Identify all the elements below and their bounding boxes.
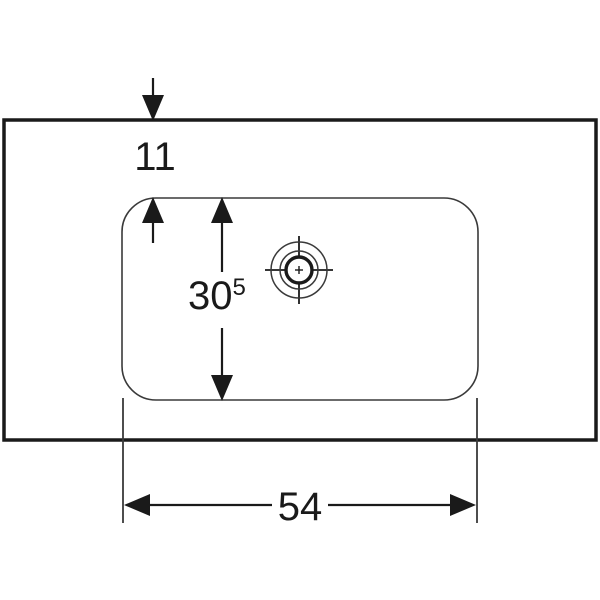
tap-hole-outer-circle bbox=[270, 241, 328, 299]
dimension-54-arrow-right bbox=[450, 494, 476, 516]
dimension-11-label: 11 bbox=[134, 135, 176, 179]
dimension-11-arrow-up bbox=[142, 197, 164, 223]
dimension-30-5-value: 30 bbox=[188, 274, 233, 318]
dimension-54-arrow-left bbox=[124, 494, 150, 516]
inner-bowl-outline bbox=[121, 197, 479, 401]
dimension-30-5: 305 bbox=[188, 197, 246, 401]
dimension-30-5-superscript: 5 bbox=[233, 274, 246, 301]
dimension-30-5-label: 305 bbox=[188, 274, 246, 318]
tap-hole-mid-circle bbox=[279, 250, 319, 290]
dimension-11-arrow-down bbox=[142, 95, 164, 121]
tap-hole-center-mark bbox=[265, 236, 333, 304]
dimension-54-label: 54 bbox=[278, 485, 323, 529]
dimension-11: 11 bbox=[134, 78, 176, 243]
dimension-30-5-arrow-up bbox=[211, 197, 233, 223]
dimension-54: 54 bbox=[122, 398, 478, 529]
dimension-30-5-arrow-down bbox=[211, 375, 233, 401]
